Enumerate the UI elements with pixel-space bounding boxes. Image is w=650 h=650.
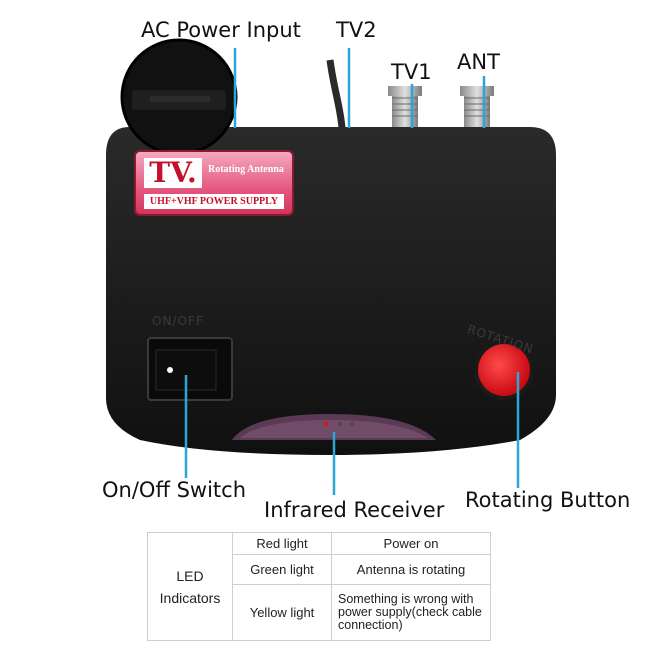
led-group-label-line1: LED bbox=[176, 567, 204, 584]
table-cell-meaning: Power on bbox=[331, 532, 491, 555]
table-cell-meaning: Something is wrong with power supply(che… bbox=[331, 584, 491, 641]
label-ac-power: AC Power Input bbox=[141, 18, 301, 42]
led-indicators-table: LED Indicators Red light Power on Green … bbox=[147, 532, 491, 641]
led-group-label-line2: Indicators bbox=[159, 589, 221, 606]
table-cell-light: Yellow light bbox=[232, 584, 332, 641]
led-group-label: LED Indicators bbox=[147, 532, 233, 641]
table-cell-light: Red light bbox=[232, 532, 332, 555]
switch-dot bbox=[167, 367, 173, 373]
label-ant: ANT bbox=[457, 50, 500, 74]
table-cell-light: Green light bbox=[232, 554, 332, 585]
label-tv2: TV2 bbox=[336, 18, 377, 42]
tv1-connector bbox=[388, 86, 422, 128]
ant-connector bbox=[460, 86, 494, 128]
tv-badge: TV. Rotating Antenna UHF+VHF POWER SUPPL… bbox=[136, 152, 292, 214]
label-rotating-button: Rotating Button bbox=[465, 488, 631, 512]
badge-tv-text: TV. bbox=[144, 158, 202, 188]
badge-supply-text: UHF+VHF POWER SUPPLY bbox=[144, 194, 284, 209]
label-on-off-switch: On/Off Switch bbox=[102, 478, 247, 502]
switch-engraving: ON/OFF bbox=[152, 314, 204, 328]
badge-rotating-text: Rotating Antenna bbox=[208, 164, 284, 175]
led-green bbox=[338, 422, 342, 426]
led-yellow bbox=[350, 422, 354, 426]
label-tv1: TV1 bbox=[391, 60, 432, 84]
led-red bbox=[323, 421, 329, 427]
table-cell-meaning: Antenna is rotating bbox=[331, 554, 491, 585]
tv2-cable bbox=[326, 59, 346, 129]
callout-lines bbox=[184, 48, 520, 495]
label-infrared-receiver: Infrared Receiver bbox=[264, 498, 445, 522]
